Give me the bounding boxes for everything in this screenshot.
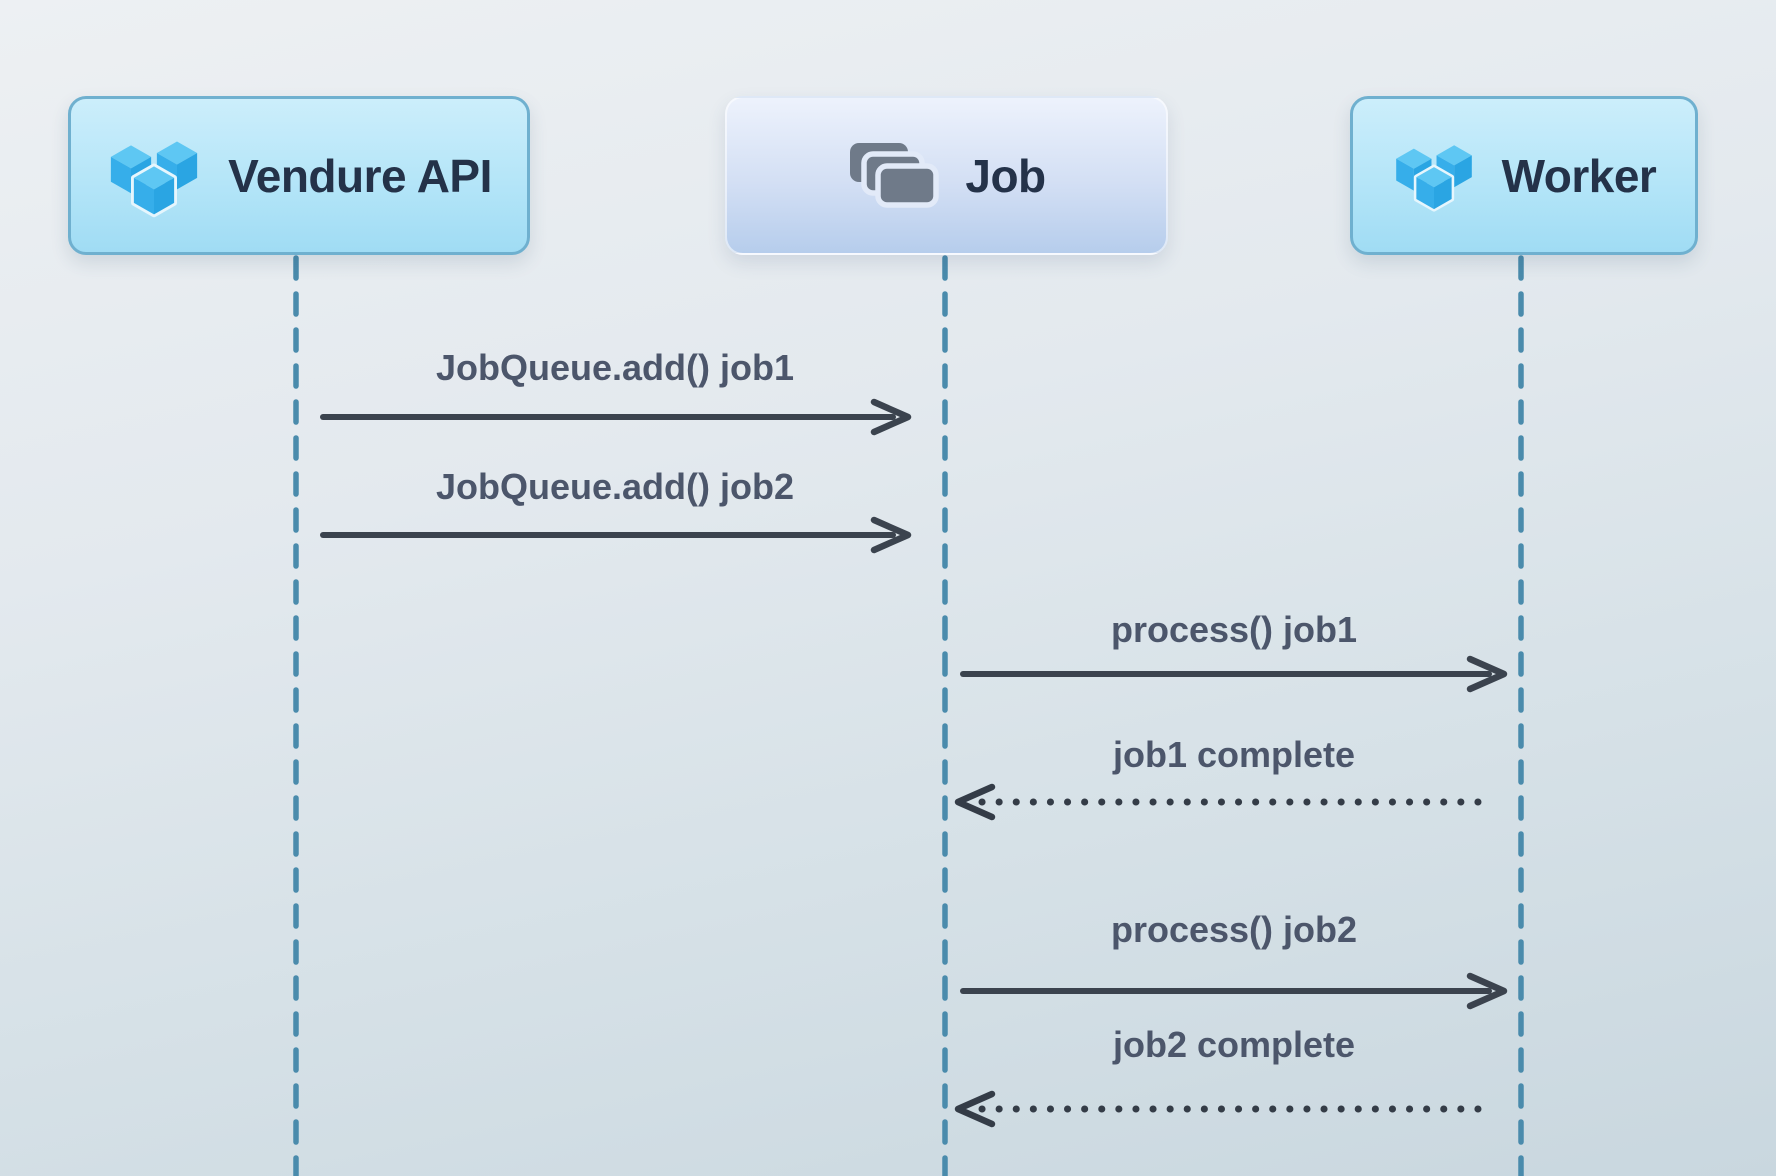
vendure-cubes-icon bbox=[106, 130, 202, 222]
actor-vendure-api: Vendure API bbox=[68, 96, 530, 255]
job-stack-icon bbox=[847, 141, 940, 211]
message-label-job2-complete: job2 complete bbox=[1112, 1024, 1356, 1065]
message-arrow-jobqueue-add-job1 bbox=[320, 398, 912, 436]
message-arrow-job1-complete bbox=[954, 783, 1492, 821]
actor-worker: Worker bbox=[1350, 96, 1698, 255]
actor-label: Job bbox=[965, 149, 1046, 202]
actor-label: Worker bbox=[1501, 149, 1657, 202]
vendure-cubes-icon bbox=[1392, 135, 1476, 216]
arrowhead-right-icon bbox=[1466, 972, 1508, 1010]
arrowhead-right-icon bbox=[870, 516, 912, 554]
message-arrow-jobqueue-add-job2 bbox=[320, 516, 912, 554]
arrowhead-right-icon bbox=[1466, 655, 1508, 693]
arrowhead-left-icon bbox=[954, 783, 996, 821]
message-label-process-job1: process() job1 bbox=[1110, 609, 1358, 650]
message-arrow-job2-complete bbox=[954, 1090, 1492, 1128]
message-label-process-job2: process() job2 bbox=[1110, 909, 1358, 950]
actor-label: Vendure API bbox=[228, 149, 492, 202]
message-arrow-process-job2 bbox=[960, 972, 1508, 1010]
message-label-jobqueue-add-job2: JobQueue.add() job2 bbox=[435, 466, 795, 507]
message-arrow-process-job1 bbox=[960, 655, 1508, 693]
message-label-jobqueue-add-job1: JobQueue.add() job1 bbox=[435, 347, 795, 388]
message-label-job1-complete: job1 complete bbox=[1112, 734, 1356, 775]
arrowhead-right-icon bbox=[870, 398, 912, 436]
arrowhead-left-icon bbox=[954, 1090, 996, 1128]
actor-job: Job bbox=[725, 96, 1168, 255]
